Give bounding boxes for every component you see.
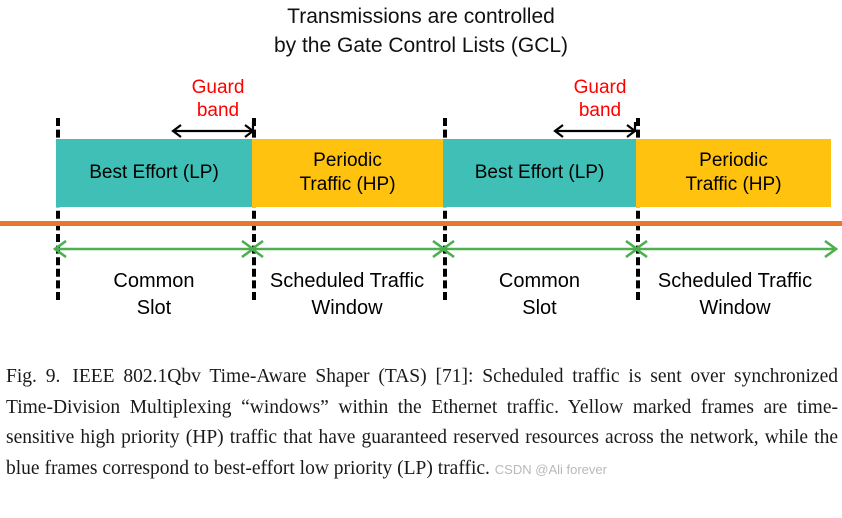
figure-caption-text: IEEE 802.1Qbv Time-Aware Shaper (TAS) [7…: [6, 366, 838, 479]
block-periodic-traffic-2-line-1: Periodic: [699, 150, 768, 171]
slot-common-1-line-1: Common: [113, 270, 195, 292]
traffic-block-row: Best Effort (LP) Periodic Traffic (HP) B…: [56, 139, 831, 207]
slot-common-1-line-2: Slot: [136, 297, 172, 319]
slot-divider-2: [252, 118, 256, 300]
diagram-title: Transmissions are controlled by the Gate…: [0, 2, 842, 60]
guard-band-label-left-line-2: band: [196, 100, 240, 121]
slot-span-arrows-icon: [52, 240, 839, 258]
block-best-effort-2-line-1: Best Effort (LP): [474, 162, 605, 183]
diagram-title-line-1: Transmissions are controlled: [287, 5, 555, 28]
figure-caption: Fig. 9.IEEE 802.1Qbv Time-Aware Shaper (…: [6, 362, 838, 485]
guard-band-label-right-line-2: band: [578, 100, 622, 121]
slot-scheduled-1: Scheduled Traffic Window: [250, 268, 444, 322]
slot-common-2-line-1: Common: [498, 270, 581, 292]
block-periodic-traffic-2-line-2: Traffic (HP): [685, 174, 782, 195]
block-periodic-traffic-1-line-2: Traffic (HP): [299, 174, 396, 195]
guard-band-label-left: Guard band: [163, 76, 273, 122]
block-best-effort-2: Best Effort (LP): [443, 139, 636, 207]
slot-scheduled-1-line-2: Window: [311, 297, 383, 319]
block-periodic-traffic-1-line-1: Periodic: [313, 150, 382, 171]
slot-divider-3: [443, 118, 447, 300]
figure-number: Fig. 9.: [6, 366, 61, 387]
guard-band-label-right: Guard band: [545, 76, 655, 122]
watermark-text: CSDN @Ali forever: [494, 461, 607, 477]
guard-band-arrow-left-icon: [171, 122, 255, 138]
guard-band-label-left-line-1: Guard: [191, 77, 245, 98]
guard-band-arrow-right-icon: [553, 122, 637, 138]
timeline-axis: [0, 221, 842, 226]
block-periodic-traffic-2: Periodic Traffic (HP): [636, 139, 831, 207]
slot-scheduled-1-line-1: Scheduled Traffic: [269, 270, 425, 292]
block-best-effort-1: Best Effort (LP): [56, 139, 252, 207]
block-periodic-traffic-1: Periodic Traffic (HP): [252, 139, 443, 207]
slot-divider-1: [56, 118, 60, 300]
diagram-title-line-2: by the Gate Control Lists (GCL): [273, 34, 569, 57]
slot-common-2: Common Slot: [443, 268, 636, 322]
slot-common-2-line-2: Slot: [522, 297, 557, 319]
slot-scheduled-2: Scheduled Traffic Window: [637, 268, 833, 322]
slot-scheduled-2-line-1: Scheduled Traffic: [657, 270, 813, 292]
slot-divider-4: [636, 118, 640, 300]
guard-band-label-right-line-1: Guard: [573, 77, 627, 98]
slot-common-1: Common Slot: [56, 268, 252, 322]
block-best-effort-1-line-1: Best Effort (LP): [89, 162, 219, 183]
slot-scheduled-2-line-2: Window: [699, 297, 771, 319]
